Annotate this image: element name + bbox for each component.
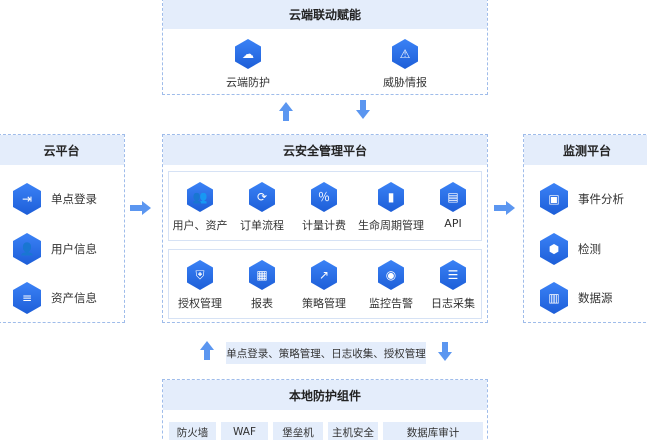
api-icon: ▤ (440, 182, 466, 212)
arrow-up-shaft (283, 111, 289, 121)
event-analysis-item: ▣ 事件分析 (540, 183, 624, 215)
order-flow-item: ⟳ 订单流程 (233, 182, 291, 233)
component-waf: WAF (221, 422, 268, 440)
login-icon: ⇥ (13, 183, 41, 215)
component-firewall: 防火墙 (169, 422, 216, 440)
component-bastion: 堡垒机 (273, 422, 323, 440)
arrow-down-from-cloud-link (356, 110, 370, 119)
log-icon: ☰ (440, 260, 466, 290)
event-analysis-icon: ▣ (540, 183, 568, 215)
log-collect-item: ☰ 日志采集 (425, 260, 481, 311)
datasource-item: ▥ 数据源 (540, 282, 613, 314)
user-asset-item: 👥 用户、资产 (171, 182, 229, 233)
policy-icon: ↗ (311, 260, 337, 290)
arrow-up-to-platform-shaft (204, 350, 210, 360)
arrow-left-to-center-shaft (130, 205, 142, 211)
platform-row2-box: ⛨ 授权管理 ▦ 报表 ↗ 策略管理 ◉ 监控告警 ☰ 日志采集 (168, 249, 482, 319)
policy-item: ↗ 策略管理 (295, 260, 353, 311)
arrow-up-to-cloud-link (279, 102, 293, 111)
sso-item: ⇥ 单点登录 (13, 183, 97, 215)
cloud-platform-title: 云平台 (0, 135, 124, 165)
lifecycle-item: ▮ 生命周期管理 (355, 182, 427, 233)
api-label: API (444, 217, 462, 230)
lifecycle-label: 生命周期管理 (358, 219, 424, 232)
report-icon: ▦ (249, 260, 275, 290)
cube-detect-icon: ⬢ (540, 233, 568, 265)
threat-intel-item: ⚠ 威胁情报 (370, 39, 440, 90)
alarm-light-icon: ⚠ (392, 39, 418, 69)
arrow-center-to-right-shaft (494, 205, 506, 211)
security-platform-panel: 云安全管理平台 👥 用户、资产 ⟳ 订单流程 ％ 计量计费 ▮ 生命周期管理 ▤… (162, 134, 488, 323)
asset-info-item: ≡ 资产信息 (13, 282, 97, 314)
authorization-item: ⛨ 授权管理 (171, 260, 229, 311)
order-flow-label: 订单流程 (240, 219, 284, 232)
authorization-icon: ⛨ (187, 260, 213, 290)
monitor-alert-label: 监控告警 (369, 297, 413, 310)
event-analysis-label: 事件分析 (578, 192, 624, 206)
platform-row1-box: 👥 用户、资产 ⟳ 订单流程 ％ 计量计费 ▮ 生命周期管理 ▤ API (168, 171, 482, 241)
log-collect-label: 日志采集 (431, 297, 475, 310)
arrow-down-shaft (360, 100, 366, 110)
api-item: ▤ API (431, 182, 475, 230)
threat-intel-label: 威胁情报 (383, 76, 427, 89)
cloud-platform-panel: 云平台 ⇥ 单点登录 👤 用户信息 ≡ 资产信息 (0, 134, 125, 323)
authorization-label: 授权管理 (178, 297, 222, 310)
user-asset-label: 用户、资产 (172, 219, 228, 232)
arrow-left-to-center (142, 201, 151, 215)
component-db-audit: 数据库审计 (383, 422, 483, 440)
cloud-link-panel: 云端联动赋能 ☁ 云端防护 ⚠ 威胁情报 (162, 0, 488, 95)
cloud-protection-item: ☁ 云端防护 (213, 39, 283, 90)
billing-label: 计量计费 (302, 219, 346, 232)
user-asset-icon: 👥 (187, 182, 213, 212)
arrow-down-to-local (438, 352, 452, 361)
datasource-label: 数据源 (578, 291, 613, 305)
arrow-center-to-right (506, 201, 515, 215)
local-components-title: 本地防护组件 (163, 380, 487, 410)
local-components-panel: 本地防护组件 防火墙 WAF 堡垒机 主机安全 数据库审计 (162, 379, 488, 440)
detection-label: 检测 (578, 242, 601, 256)
user-info-item: 👤 用户信息 (13, 233, 97, 265)
cloud-link-title: 云端联动赋能 (163, 0, 487, 29)
billing-item: ％ 计量计费 (295, 182, 353, 233)
datasource-icon: ▥ (540, 282, 568, 314)
user-icon: 👤 (13, 233, 41, 265)
database-icon: ≡ (13, 282, 41, 314)
lifecycle-icon: ▮ (378, 182, 404, 212)
cloud-protection-label: 云端防护 (226, 76, 270, 89)
user-info-label: 用户信息 (51, 242, 97, 256)
report-label: 报表 (251, 297, 273, 310)
policy-label: 策略管理 (302, 297, 346, 310)
security-platform-title: 云安全管理平台 (163, 135, 487, 165)
report-item: ▦ 报表 (233, 260, 291, 311)
arrow-down-to-local-shaft (442, 342, 448, 352)
monitor-alert-item: ◉ 监控告警 (359, 260, 423, 311)
monitor-platform-panel: 监测平台 ▣ 事件分析 ⬢ 检测 ▥ 数据源 (523, 134, 647, 323)
sso-label: 单点登录 (51, 192, 97, 206)
detection-item: ⬢ 检测 (540, 233, 601, 265)
order-flow-icon: ⟳ (249, 182, 275, 212)
monitor-platform-title: 监测平台 (524, 135, 647, 165)
asset-info-label: 资产信息 (51, 291, 97, 305)
arrow-up-to-platform (200, 341, 214, 350)
component-host-security: 主机安全 (328, 422, 378, 440)
billing-icon: ％ (311, 182, 337, 212)
camera-icon: ◉ (378, 260, 404, 290)
flow-label: 单点登录、策略管理、日志收集、授权管理 (226, 342, 426, 364)
cloud-shield-icon: ☁ (235, 39, 261, 69)
